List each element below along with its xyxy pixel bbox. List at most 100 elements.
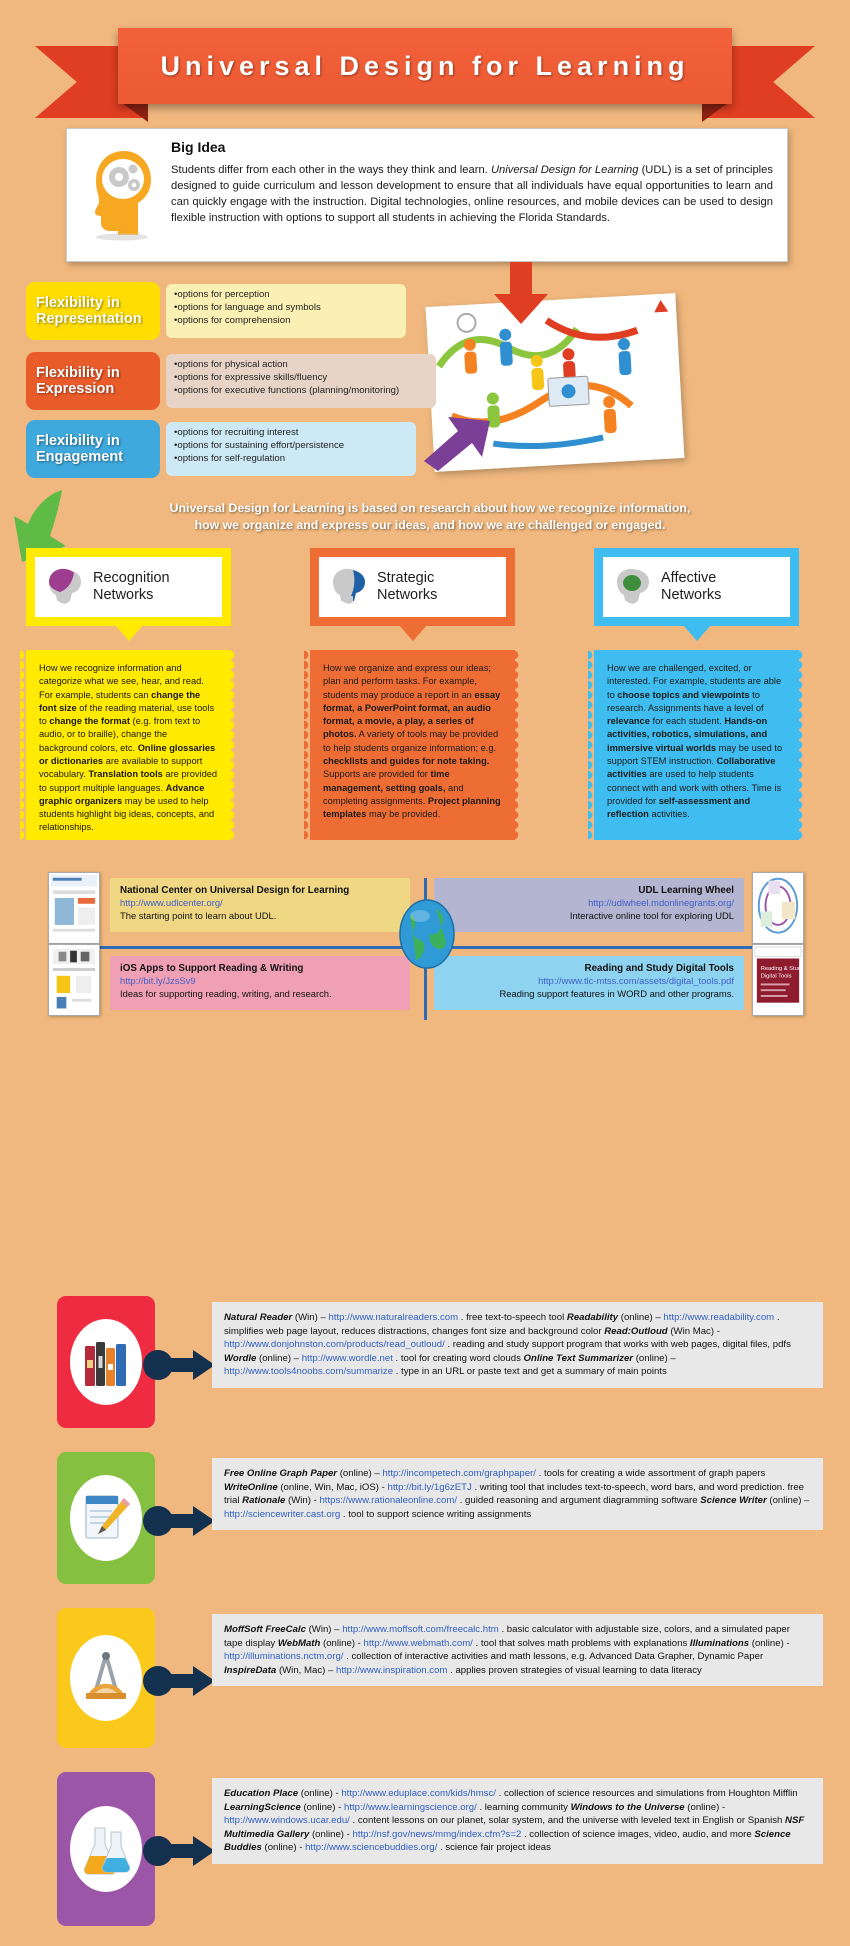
tool-desc: . tool that solves math problems with ex…	[475, 1637, 688, 1649]
tool-url[interactable]: http://www.windows.ucar.edu/	[224, 1815, 350, 1827]
tool-desc: . collection of science resources and si…	[498, 1788, 798, 1799]
resource-url[interactable]: http://www.tlc-mtss.com/assets/digital_t…	[538, 975, 734, 987]
bullet-item: •options for perception	[174, 289, 270, 300]
brain-icon	[43, 566, 87, 609]
tool-platform: (online)	[751, 1637, 784, 1649]
resource-band-udl-wheel[interactable]: UDL Learning Wheel http://udlwheel.mdonl…	[434, 878, 744, 932]
tool-desc: . learning community	[479, 1801, 568, 1813]
tool-name: Online Text Summarizer	[523, 1352, 634, 1364]
tool-name: Free Online Graph Paper	[224, 1468, 338, 1479]
bullet-item: •options for expressive skills/fluency	[174, 371, 328, 383]
tool-entry: Readability (online) – http://www.readab…	[224, 1312, 780, 1337]
page-title: Universal Design for Learning	[160, 50, 690, 81]
big-idea-card: Big Idea Students differ from each other…	[66, 128, 788, 262]
resource-band-ios-apps[interactable]: iOS Apps to Support Reading & Writing ht…	[110, 956, 410, 1010]
big-idea-body: Big Idea Students differ from each other…	[167, 139, 773, 251]
flexibility-bullets-expression: •options for physical action •options fo…	[166, 354, 436, 408]
bullet-item: •options for executive functions (planni…	[174, 384, 400, 396]
tool-platform: (online)	[264, 1842, 297, 1854]
resource-url[interactable]: http://udlwheel.mdonlinegrants.org/	[588, 897, 734, 909]
tool-url[interactable]: http://www.naturalreaders.com	[328, 1312, 459, 1323]
tool-url[interactable]: http://www.learningscience.org/	[343, 1801, 477, 1813]
tool-url[interactable]: http://www.inspiration.com	[335, 1664, 448, 1676]
tool-entry: Science Writer (online) – http://science…	[224, 1495, 810, 1520]
tool-name: Science Buddies	[224, 1828, 791, 1854]
tool-url[interactable]: http://nsf.gov/news/mmg/index.cfm?s=2	[352, 1828, 522, 1840]
bullet-item: •options for recruiting interest	[174, 427, 299, 438]
books-icon	[70, 1319, 142, 1405]
bullet-item: •options for physical action	[174, 359, 288, 370]
tool-url[interactable]: http://www.donjohnston.com/products/read…	[224, 1339, 445, 1351]
flex-label-line2: Representation	[36, 311, 142, 327]
svg-text:Digital Tools: Digital Tools	[761, 974, 792, 980]
tool-entries-reading: Natural Reader (Win) – http://www.natura…	[212, 1302, 823, 1389]
tool-name: MoffSoft FreeCalc	[224, 1624, 306, 1635]
tool-name: Science Writer	[700, 1495, 767, 1507]
tool-name: Education Place	[224, 1788, 299, 1799]
tool-platform: (online)	[339, 1468, 372, 1479]
title-banner: Universal Design for Learning	[0, 28, 850, 123]
tool-name: Wordle	[224, 1352, 257, 1364]
research-statement: Universal Design for Learning is based o…	[60, 500, 800, 534]
tool-name: Readability	[566, 1312, 619, 1323]
tool-platform: (online)	[259, 1352, 292, 1364]
tool-platform: (Win, Mac)	[278, 1664, 326, 1676]
tool-desc: . science fair project ideas	[440, 1842, 551, 1854]
flex-label-line1: Flexibility in	[36, 432, 120, 449]
resource-thumbnail	[48, 944, 100, 1016]
resource-url[interactable]: http://www.udlcenter.org/	[120, 897, 223, 909]
tool-name: Read:Outloud	[604, 1325, 668, 1337]
resource-desc: Reading support features in WORD and oth…	[499, 987, 735, 999]
tool-url[interactable]: http://incompetech.com/graphpaper/	[382, 1468, 536, 1479]
arrow-right-icon	[143, 1834, 217, 1868]
tool-url[interactable]: https://www.rationaleonline.com/	[319, 1495, 458, 1507]
tool-platform: (online, Win, Mac, iOS)	[280, 1481, 379, 1493]
research-line-2: how we organize and express our ideas, a…	[194, 518, 666, 533]
tool-url[interactable]: http://bit.ly/1g6zETJ	[387, 1481, 472, 1493]
tool-platform: (online)	[300, 1788, 333, 1799]
globe-icon	[396, 894, 458, 970]
flexibility-label-engagement: Flexibility in Engagement	[26, 420, 160, 478]
tool-desc: . content lessons on our planet, solar s…	[352, 1815, 783, 1827]
bullet-item: •options for language and symbols	[174, 301, 321, 313]
svg-text:Reading & Study: Reading & Study	[761, 966, 803, 972]
tool-url[interactable]: http://illuminations.nctm.org/	[224, 1651, 344, 1663]
tool-url[interactable]: http://www.tools4noobs.com/summarize	[224, 1366, 394, 1378]
tool-desc: . guided reasoning and argument diagramm…	[459, 1495, 698, 1507]
tool-entry: Online Text Summarizer (online) – http:/…	[224, 1352, 676, 1378]
head-with-gears-icon	[77, 139, 167, 251]
tool-url[interactable]: http://www.sciencebuddies.org/	[305, 1842, 438, 1854]
callout-tail	[114, 625, 143, 641]
tool-url[interactable]: http://www.eduplace.com/kids/hmsc/	[341, 1788, 496, 1799]
research-line-1: Universal Design for Learning is based o…	[169, 501, 691, 515]
tool-name: Windows to the Universe	[570, 1801, 685, 1813]
notepad-pencil-icon	[70, 1475, 142, 1561]
resource-title: National Center on Universal Design for …	[120, 885, 350, 896]
tool-color-swatch-reading	[57, 1296, 155, 1428]
tool-color-swatch-math	[57, 1608, 155, 1748]
tool-entry: Windows to the Universe (online) - http:…	[224, 1801, 783, 1827]
tool-desc: . applies proven strategies of visual le…	[450, 1664, 702, 1676]
callout-tail	[398, 625, 427, 641]
tool-url[interactable]: http://www.readability.com	[663, 1312, 775, 1323]
resource-desc: The starting point to learn about UDL.	[120, 909, 277, 921]
arrow-right-icon	[143, 1348, 217, 1382]
tool-desc: . type in an URL or paste text and get a…	[395, 1366, 667, 1378]
tool-entry: Illuminations (online) - http://illumina…	[224, 1637, 790, 1663]
flex-label-line2: Expression	[36, 381, 115, 397]
tool-desc: . reading and study support program that…	[447, 1339, 791, 1351]
tool-desc: . collection of interactive activities a…	[346, 1651, 764, 1663]
resource-url[interactable]: http://bit.ly/JzsSv9	[120, 975, 196, 987]
tool-url[interactable]: http://www.wordle.net	[301, 1352, 393, 1364]
resource-band-udl-center[interactable]: National Center on Universal Design for …	[110, 878, 410, 932]
tool-url[interactable]: http://www.moffsoft.com/freecalc.htm	[342, 1624, 499, 1635]
tool-url[interactable]: http://sciencewriter.cast.org	[224, 1508, 341, 1520]
resource-band-reading-study-tools[interactable]: Reading and Study Digital Tools http://w…	[434, 956, 744, 1010]
tool-url[interactable]: http://www.webmath.com/	[363, 1637, 473, 1649]
